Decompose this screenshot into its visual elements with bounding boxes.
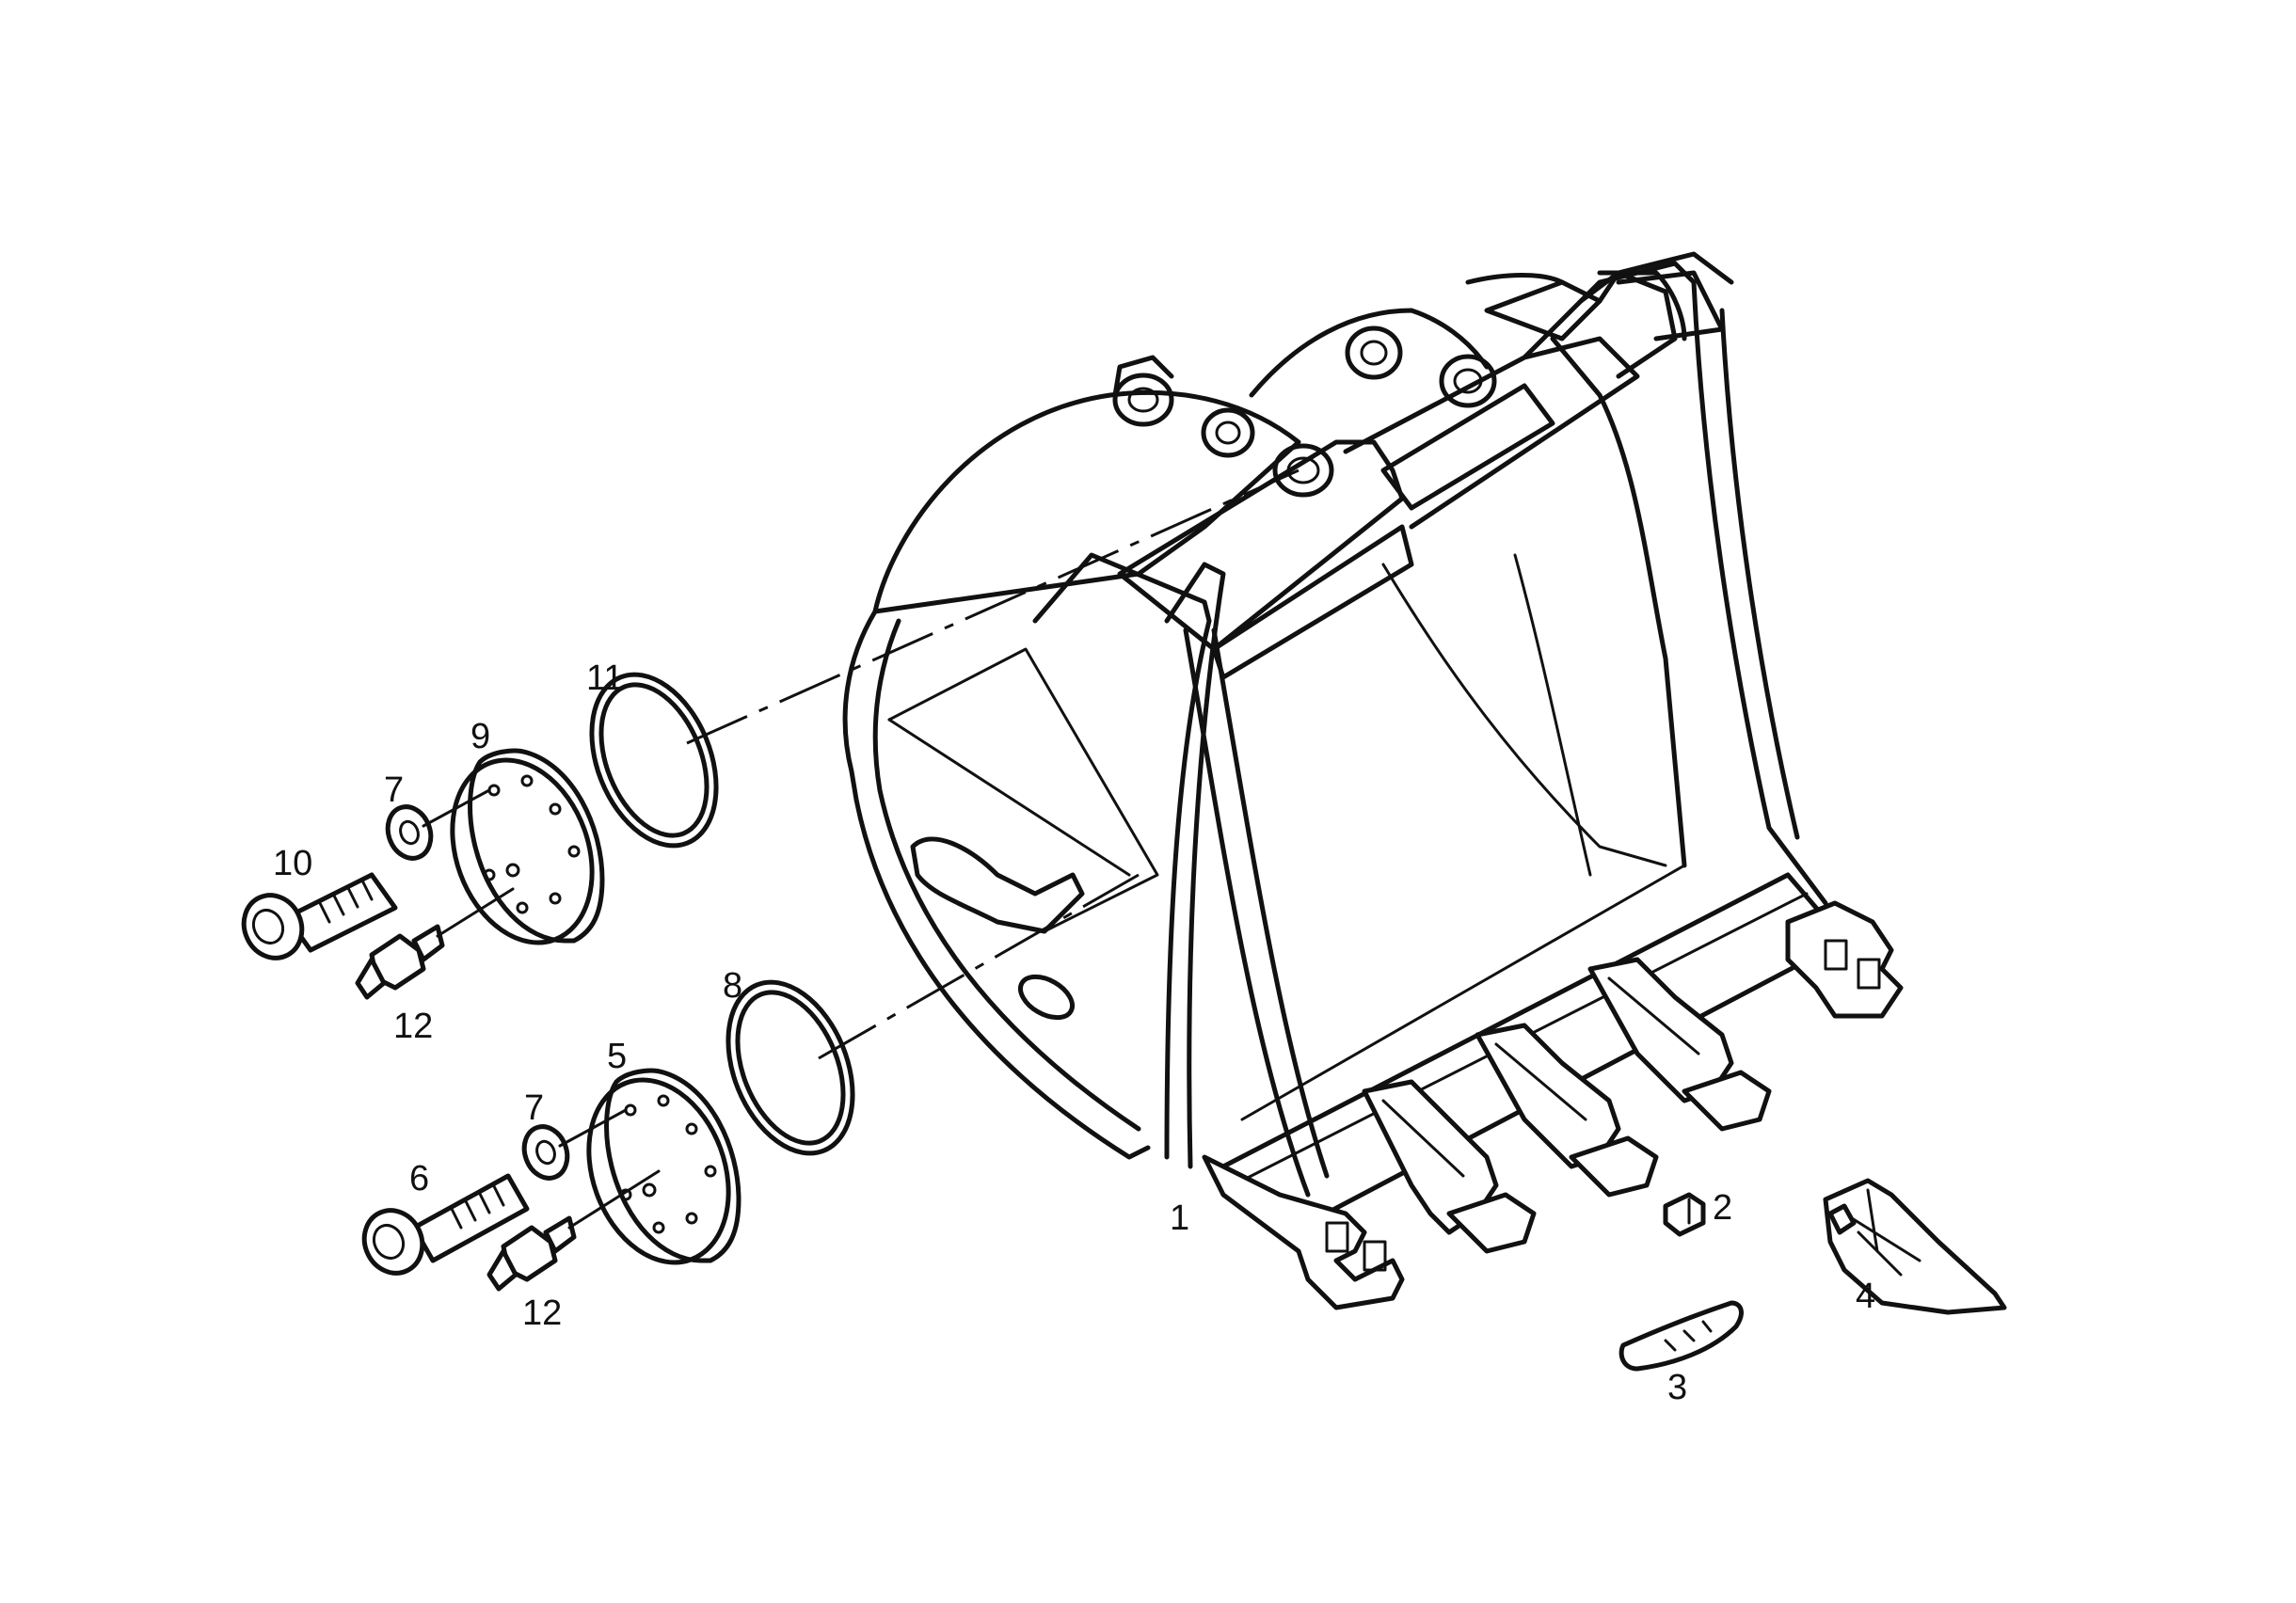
wedge-3 <box>1618 1300 1744 1372</box>
centre-lines <box>686 468 1299 1060</box>
label-part-5: 5 <box>607 1037 627 1076</box>
label-part-8: 8 <box>723 966 742 1006</box>
washer-7-upper <box>385 804 434 861</box>
leader-line <box>422 788 491 828</box>
label-part-1: 1 <box>1170 1198 1189 1238</box>
tooth-4 <box>1823 1178 2007 1315</box>
leader-line <box>558 1108 628 1148</box>
label-part-12-upper: 12 <box>393 1007 433 1046</box>
bucket-body <box>842 251 1847 1310</box>
cover-plate-5 <box>586 1068 741 1265</box>
label-part-2: 2 <box>1713 1188 1732 1228</box>
label-part-4: 4 <box>1856 1277 1875 1316</box>
o-ring-8 <box>725 979 855 1156</box>
pin-2 <box>1663 1192 1706 1237</box>
washer-7-lower <box>521 1124 570 1181</box>
label-part-10: 10 <box>273 844 312 883</box>
bolt-10 <box>241 872 398 960</box>
o-ring-11 <box>589 672 719 849</box>
label-part-3: 3 <box>1667 1368 1687 1407</box>
label-part-9: 9 <box>470 717 490 756</box>
label-part-7-upper: 7 <box>384 770 404 810</box>
cover-plate-9 <box>450 748 605 945</box>
bucket-teeth <box>1362 900 1904 1254</box>
grease-nipple-12-upper <box>355 887 515 1000</box>
label-part-11: 11 <box>586 659 623 698</box>
grease-nipple-12-lower <box>486 1169 661 1292</box>
reference-plane <box>887 647 1159 933</box>
label-part-12-lower: 12 <box>522 1294 562 1333</box>
reference-plane-edge <box>887 718 1131 877</box>
bucket-mounting-lugs <box>1112 273 1565 498</box>
part-labels: 1 2 3 4 5 6 7 7 8 9 10 11 12 12 <box>273 659 1875 1407</box>
label-part-7-lower: 7 <box>524 1088 544 1128</box>
label-part-6: 6 <box>409 1159 429 1198</box>
bolt-6 <box>361 1173 530 1276</box>
